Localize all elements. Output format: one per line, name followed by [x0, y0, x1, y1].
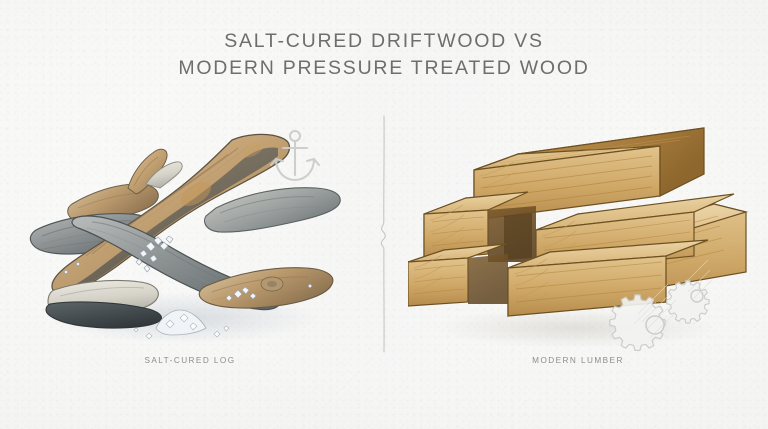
- anchor-icon: [269, 129, 321, 182]
- driftwood-hero-shadow-band: [55, 147, 278, 295]
- salt-pile-on-ground: [133, 309, 230, 340]
- stacked-lumber-illustration: [408, 127, 748, 352]
- lumber-block-middle-left: [423, 191, 529, 261]
- driftwood-branch-prong: [127, 148, 168, 195]
- gears-icon: [609, 259, 713, 352]
- panel-divider: [380, 115, 386, 353]
- lumber-shadow-gap-2: [468, 254, 508, 304]
- panel-modern-lumber: [408, 112, 748, 358]
- caption-modern-lumber: MODERN LUMBER: [532, 356, 624, 365]
- lumber-block-bottom-left: [408, 243, 507, 307]
- driftwood-log-bottom-dark: [45, 301, 162, 329]
- driftwood-branch-prong-2: [145, 161, 183, 189]
- salt-crystals: [63, 235, 313, 302]
- page-title: SALT-CURED DRIFTWOOD VS MODERN PRESSURE …: [178, 30, 590, 79]
- driftwood-pile-illustration: [29, 129, 341, 344]
- panel-salt-cured-log: [20, 112, 360, 358]
- caption-salt-cured-log: SALT-CURED LOG: [144, 356, 236, 365]
